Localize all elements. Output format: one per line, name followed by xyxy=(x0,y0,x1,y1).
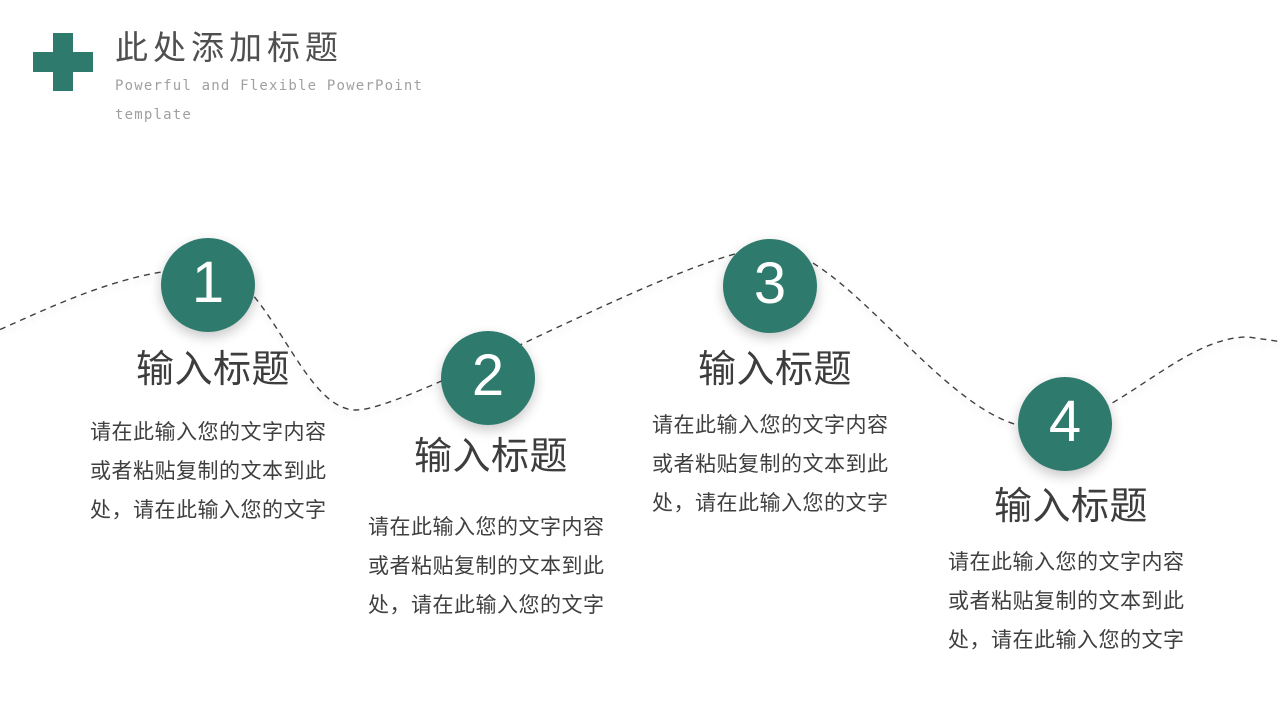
step-1-number: 1 xyxy=(191,250,225,315)
slide-subtitle-line2: template xyxy=(115,107,193,123)
step-1-title: 输入标题 xyxy=(135,349,290,391)
step-3-number: 3 xyxy=(753,251,787,316)
step-1-body-line1: 请在此输入您的文字内容 xyxy=(90,421,327,444)
step-4-number-badge: 4 xyxy=(1018,377,1112,471)
step-2-body-line2: 或者粘贴复制的文本到此 xyxy=(368,555,605,578)
step-3-number-badge: 3 xyxy=(723,239,817,333)
step-1-body-line3: 处，请在此输入您的文字 xyxy=(90,499,327,522)
step-4-body: 请在此输入您的文字内容 或者粘贴复制的文本到此 处，请在此输入您的文字 xyxy=(948,543,1200,660)
step-3-body: 请在此输入您的文字内容 或者粘贴复制的文本到此 处，请在此输入您的文字 xyxy=(652,406,904,523)
step-3-body-line3: 处，请在此输入您的文字 xyxy=(652,492,889,515)
step-3-body-line2: 或者粘贴复制的文本到此 xyxy=(652,453,889,476)
step-4-title: 输入标题 xyxy=(993,486,1148,528)
step-2-number: 2 xyxy=(471,343,505,408)
step-4-body-line2: 或者粘贴复制的文本到此 xyxy=(948,590,1185,613)
step-2-number-badge: 2 xyxy=(441,331,535,425)
step-2-body-line1: 请在此输入您的文字内容 xyxy=(368,516,605,539)
step-4-body-line1: 请在此输入您的文字内容 xyxy=(948,551,1185,574)
slide-subtitle: Powerful and Flexible PowerPoint templat… xyxy=(115,72,423,130)
step-1-body: 请在此输入您的文字内容 或者粘贴复制的文本到此 处，请在此输入您的文字 xyxy=(90,413,342,530)
step-2-title: 输入标题 xyxy=(413,436,568,478)
step-3-title: 输入标题 xyxy=(697,349,852,391)
step-1-body-line2: 或者粘贴复制的文本到此 xyxy=(90,460,327,483)
step-2-body: 请在此输入您的文字内容 或者粘贴复制的文本到此 处，请在此输入您的文字 xyxy=(368,508,620,625)
plus-icon xyxy=(33,33,93,91)
step-4-number: 4 xyxy=(1048,389,1082,454)
step-2-body-line3: 处，请在此输入您的文字 xyxy=(368,594,605,617)
step-3-body-line1: 请在此输入您的文字内容 xyxy=(652,414,889,437)
slide-subtitle-line1: Powerful and Flexible PowerPoint xyxy=(115,78,424,94)
step-4-body-line3: 处，请在此输入您的文字 xyxy=(948,629,1185,652)
step-1-number-badge: 1 xyxy=(161,238,255,332)
slide-title: 此处添加标题 xyxy=(115,29,343,66)
